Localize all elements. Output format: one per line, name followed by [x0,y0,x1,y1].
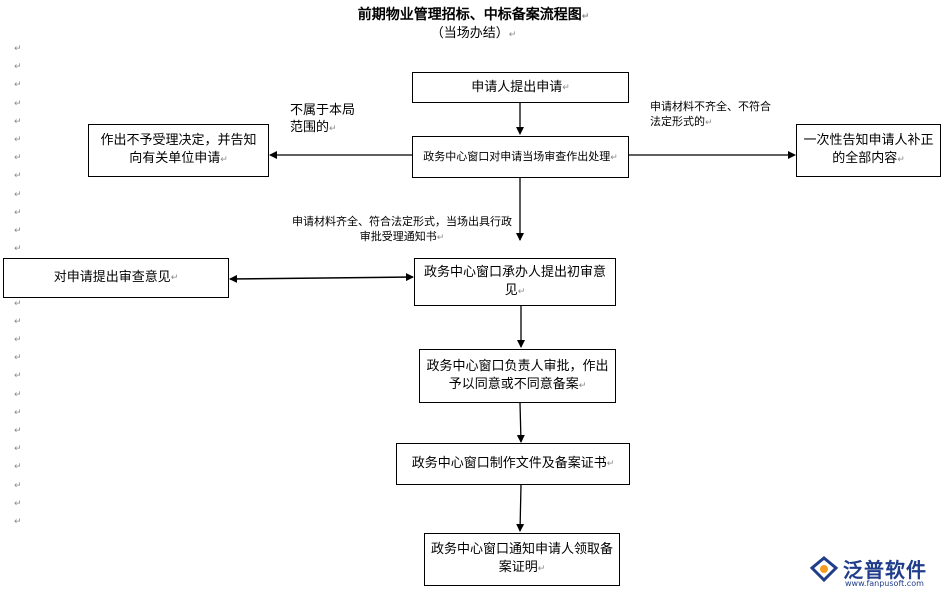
box-apply: 申请人提出申请↵ [412,72,629,103]
paragraph-mark: ↵ [14,134,22,145]
paragraph-mark: ↵ [14,444,22,455]
paragraph-mark: ↵ [14,171,22,182]
paragraph-mark: ↵ [14,153,22,164]
paragraph-mark: ↵ [14,44,22,54]
paragraph-mark: ↵ [14,298,22,309]
paragraph-mark: ↵ [14,480,22,491]
paragraph-mark: ↵ [14,353,22,364]
paragraph-mark: ↵ [14,407,22,418]
paragraph-mark: ↵ [14,116,22,127]
note-complete: 申请材料齐全、符合法定形式，当场出具行政审批受理通知书↵ [292,215,512,243]
note-out-of-scope: 不属于本局范围的↵ [290,103,356,135]
arrow-produce-to-collect [516,484,525,532]
paragraph-mark: ↵ [14,389,22,400]
arrow-approve-to-produce [516,402,525,443]
paragraph-mark: ↵ [14,98,22,109]
company-logo: 泛普软件 www.fanpusoft.com [807,552,937,594]
paragraph-mark: ↵ [14,62,22,73]
paragraph-mark: ↵ [14,498,22,509]
page-title: 前期物业管理招标、中标备案流程图↵ [357,7,590,23]
box-window-review: 政务中心窗口对申请当场审查作出处理↵ [412,136,629,178]
box-initial: 政务中心窗口承办人提出初审意见↵ [414,258,616,306]
paragraph-mark: ↵ [14,371,22,382]
arrow-opinion-initial [229,273,414,283]
box-opinion: 对申请提出审查意见↵ [3,258,229,298]
paragraph-mark: ↵ [14,189,22,200]
box-collect: 政务中心窗口通知申请人领取备案证明↵ [424,533,620,586]
logo-url: www.fanpusoft.com [845,579,924,588]
note-incomplete: 申请材料不齐全、不符合法定形式的↵ [650,100,771,128]
paragraph-mark: ↵ [14,462,22,473]
paragraph-mark: ↵ [14,335,22,345]
logo-name: 泛普软件 [843,558,927,582]
box-reject: 作出不予受理决定，并告知向有关单位申请↵ [88,124,269,177]
box-approve: 政务中心窗口负责人审批，作出予以同意或不同意备案↵ [419,349,616,403]
box-produce: 政务中心窗口制作文件及备案证书↵ [396,443,630,485]
paragraph-mark: ↵ [14,244,22,255]
paragraph-mark: ↵ [14,80,22,91]
page-subtitle: （当场办结）↵ [430,26,517,41]
paragraph-mark: ↵ [14,316,22,327]
paragraph-mark: ↵ [14,207,22,218]
paragraph-mark: ↵ [14,516,22,527]
paragraph-mark: ↵ [14,425,22,436]
box-notify-correction: 一次性告知申请人补正的全部内容↵ [796,124,941,177]
paragraph-mark: ↵ [14,225,22,236]
fanpu-logo-icon [809,556,839,582]
